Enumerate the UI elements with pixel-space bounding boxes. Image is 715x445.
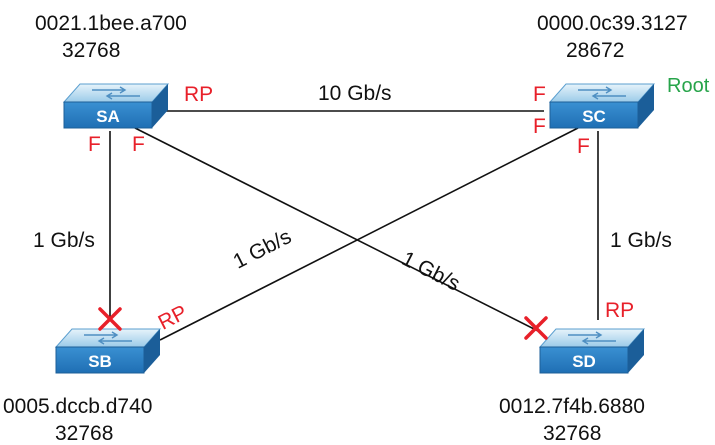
switch-sb-label: SB: [88, 352, 112, 371]
link-sc-sb: [159, 127, 579, 341]
sa-designated-port-left: F: [88, 133, 101, 156]
link-sc-sd-speed: 1 Gb/s: [610, 229, 672, 252]
sc-designated-port-top: F: [533, 83, 546, 106]
switch-sa[interactable]: SA: [63, 83, 169, 129]
sd-priority: 32768: [543, 422, 602, 445]
sb-priority: 32768: [55, 422, 114, 445]
blocked-port-sb-icon: [98, 307, 122, 331]
blocked-port-sd-icon: [524, 316, 548, 340]
switch-sa-label: SA: [96, 107, 120, 126]
sa-mac-address: 0021.1bee.a700: [35, 12, 187, 35]
switch-sb[interactable]: SB: [55, 328, 161, 374]
sc-priority: 28672: [566, 39, 625, 62]
link-sa-sd: [134, 127, 543, 334]
root-bridge-label: Root: [667, 75, 710, 97]
link-sa-sb-speed: 1 Gb/s: [33, 229, 95, 252]
sa-priority: 32768: [62, 39, 121, 62]
sc-designated-port-right: F: [577, 135, 590, 158]
switch-sc-label: SC: [582, 107, 606, 126]
switch-sc[interactable]: SC: [549, 83, 655, 129]
link-sa-sc-speed: 10 Gb/s: [318, 82, 392, 105]
switch-sd-label: SD: [572, 352, 596, 371]
sc-designated-port-mid: F: [533, 115, 546, 138]
sc-mac-address: 0000.0c39.3127: [537, 12, 688, 35]
switch-sd[interactable]: SD: [539, 328, 645, 374]
sd-root-port-label: RP: [605, 299, 635, 322]
sb-mac-address: 0005.dccb.d740: [3, 395, 153, 418]
sa-root-port-label: RP: [184, 83, 214, 106]
sd-mac-address: 0012.7f4b.6880: [499, 395, 645, 418]
sa-designated-port-right: F: [132, 133, 145, 156]
